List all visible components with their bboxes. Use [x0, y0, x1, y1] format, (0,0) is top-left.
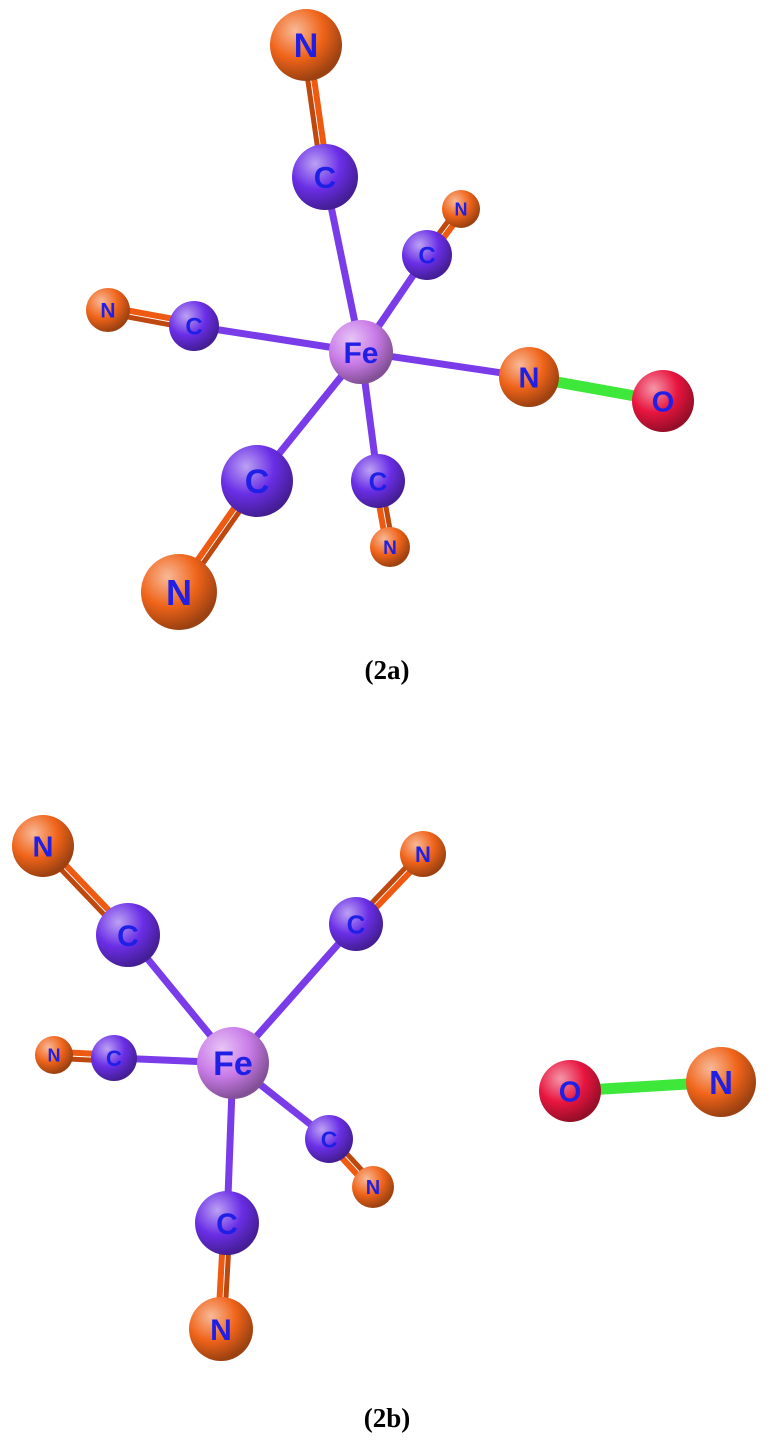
- atom-label-n_free: N: [709, 1064, 733, 1101]
- atom-label-n_upleft: N: [33, 831, 54, 863]
- atom-fe: Fe: [197, 1027, 269, 1099]
- atom-c_upright: C: [402, 230, 452, 280]
- atom-fe: Fe: [329, 320, 393, 384]
- atom-label-c_left: C: [185, 314, 202, 341]
- atom-label-n_upright: N: [455, 199, 468, 219]
- atom-c_bottom: C: [195, 1191, 259, 1255]
- atom-label-n_bottom: N: [210, 1314, 232, 1347]
- atom-label-c_lowright: C: [321, 1126, 338, 1152]
- atom-o_free: O: [539, 1060, 601, 1122]
- atom-n_upright: N: [400, 831, 446, 877]
- atom-n_left: N: [86, 288, 130, 332]
- atom-n_lowright: N: [352, 1166, 394, 1208]
- atom-label-c_upright: C: [347, 909, 366, 939]
- atom-n_lowleft: N: [141, 554, 217, 630]
- atom-label-n_top: N: [294, 27, 319, 65]
- atom-n_upleft: N: [12, 815, 74, 877]
- caption-2b: (2b): [363, 1403, 411, 1433]
- atom-n_top: N: [270, 9, 342, 81]
- atom-label-o_nitrosyl: O: [652, 386, 675, 418]
- atom-c_upright: C: [329, 897, 383, 951]
- atom-label-c_upright: C: [418, 243, 435, 270]
- atom-n_upright: N: [442, 190, 480, 228]
- atom-c_left: C: [91, 1035, 137, 1081]
- atom-c_bottom: C: [351, 454, 405, 508]
- atom-label-fe: Fe: [213, 1045, 253, 1083]
- atom-c_top: C: [292, 144, 358, 210]
- atom-label-c_upleft: C: [117, 920, 139, 953]
- atom-c_upleft: C: [96, 903, 160, 967]
- atom-label-n_upright: N: [415, 842, 431, 867]
- atom-label-n_left: N: [48, 1045, 61, 1065]
- atom-n_free: N: [686, 1047, 756, 1117]
- atom-label-c_bottom: C: [369, 466, 388, 496]
- atom-label-c_lowleft: C: [245, 463, 270, 501]
- atom-label-n_left: N: [100, 300, 115, 323]
- caption-2a: (2a): [364, 655, 410, 685]
- atom-label-n_lowleft: N: [166, 572, 192, 613]
- atom-label-o_free: O: [559, 1076, 582, 1108]
- atom-label-n_bottom: N: [383, 538, 397, 559]
- atom-c_lowright: C: [305, 1115, 353, 1163]
- atom-n_bottom: N: [189, 1297, 253, 1361]
- atom-label-c_left: C: [106, 1046, 122, 1071]
- atom-n_bottom: N: [370, 527, 410, 567]
- atom-label-c_bottom: C: [216, 1208, 238, 1241]
- atom-label-n_lowright: N: [366, 1177, 380, 1199]
- atom-c_left: C: [169, 301, 219, 351]
- atom-label-fe: Fe: [343, 337, 378, 370]
- atom-n_nitrosyl: N: [499, 347, 559, 407]
- atom-label-c_top: C: [314, 160, 336, 195]
- atom-label-n_nitrosyl: N: [519, 362, 540, 394]
- atom-c_lowleft: C: [221, 445, 293, 517]
- atom-n_left: N: [35, 1036, 73, 1074]
- atom-o_nitrosyl: O: [632, 370, 694, 432]
